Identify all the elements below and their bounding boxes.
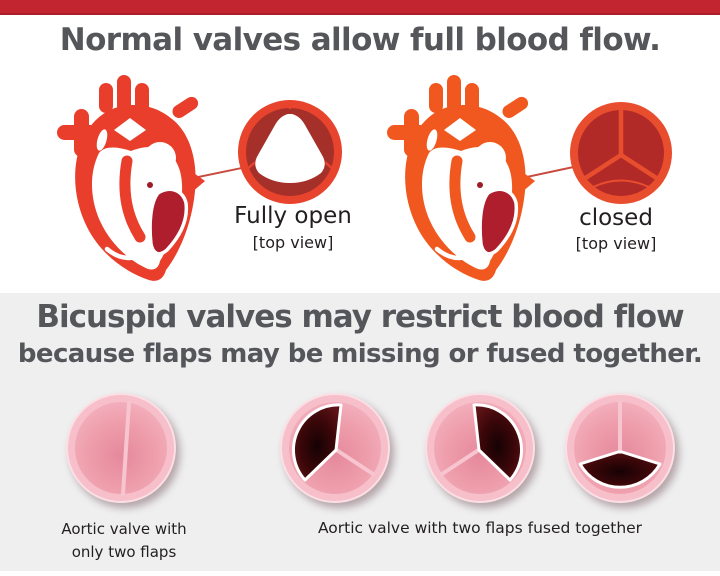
- closed-valve-label: closed: [579, 205, 653, 231]
- heart-illustration-left: [55, 73, 205, 283]
- valve-two-flaps-icon: [66, 393, 176, 503]
- top-accent-bar: [0, 0, 720, 15]
- two-flaps-caption-line2: only two flaps: [71, 543, 177, 561]
- valve-fused-opening-bottom-icon: [565, 393, 675, 503]
- open-valve-label: Fully open: [234, 203, 352, 229]
- two-flaps-caption-line1: Aortic valve with: [61, 520, 187, 538]
- valve-fused-opening-right-icon: [425, 393, 535, 503]
- open-valve-top-view-icon: [238, 100, 342, 204]
- bicuspid-title-line2: because flaps may be missing or fused to…: [17, 339, 703, 369]
- bicuspid-valve-illustrations: [66, 393, 675, 503]
- bicuspid-title-line1: Bicuspid valves may restrict blood flow: [36, 299, 684, 335]
- fused-flaps-caption: Aortic valve with two flaps fused togeth…: [317, 519, 643, 537]
- open-valve-view-note: [top view]: [252, 233, 334, 252]
- normal-valves-title: Normal valves allow full blood flow.: [59, 22, 661, 58]
- closed-valve-view-note: [top view]: [575, 234, 657, 253]
- valve-fused-opening-left-icon: [280, 393, 390, 503]
- heart-illustration-right: [385, 73, 535, 283]
- closed-valve-top-view-icon: [570, 102, 672, 204]
- two-flaps-caption: Aortic valve with only two flaps: [34, 518, 214, 564]
